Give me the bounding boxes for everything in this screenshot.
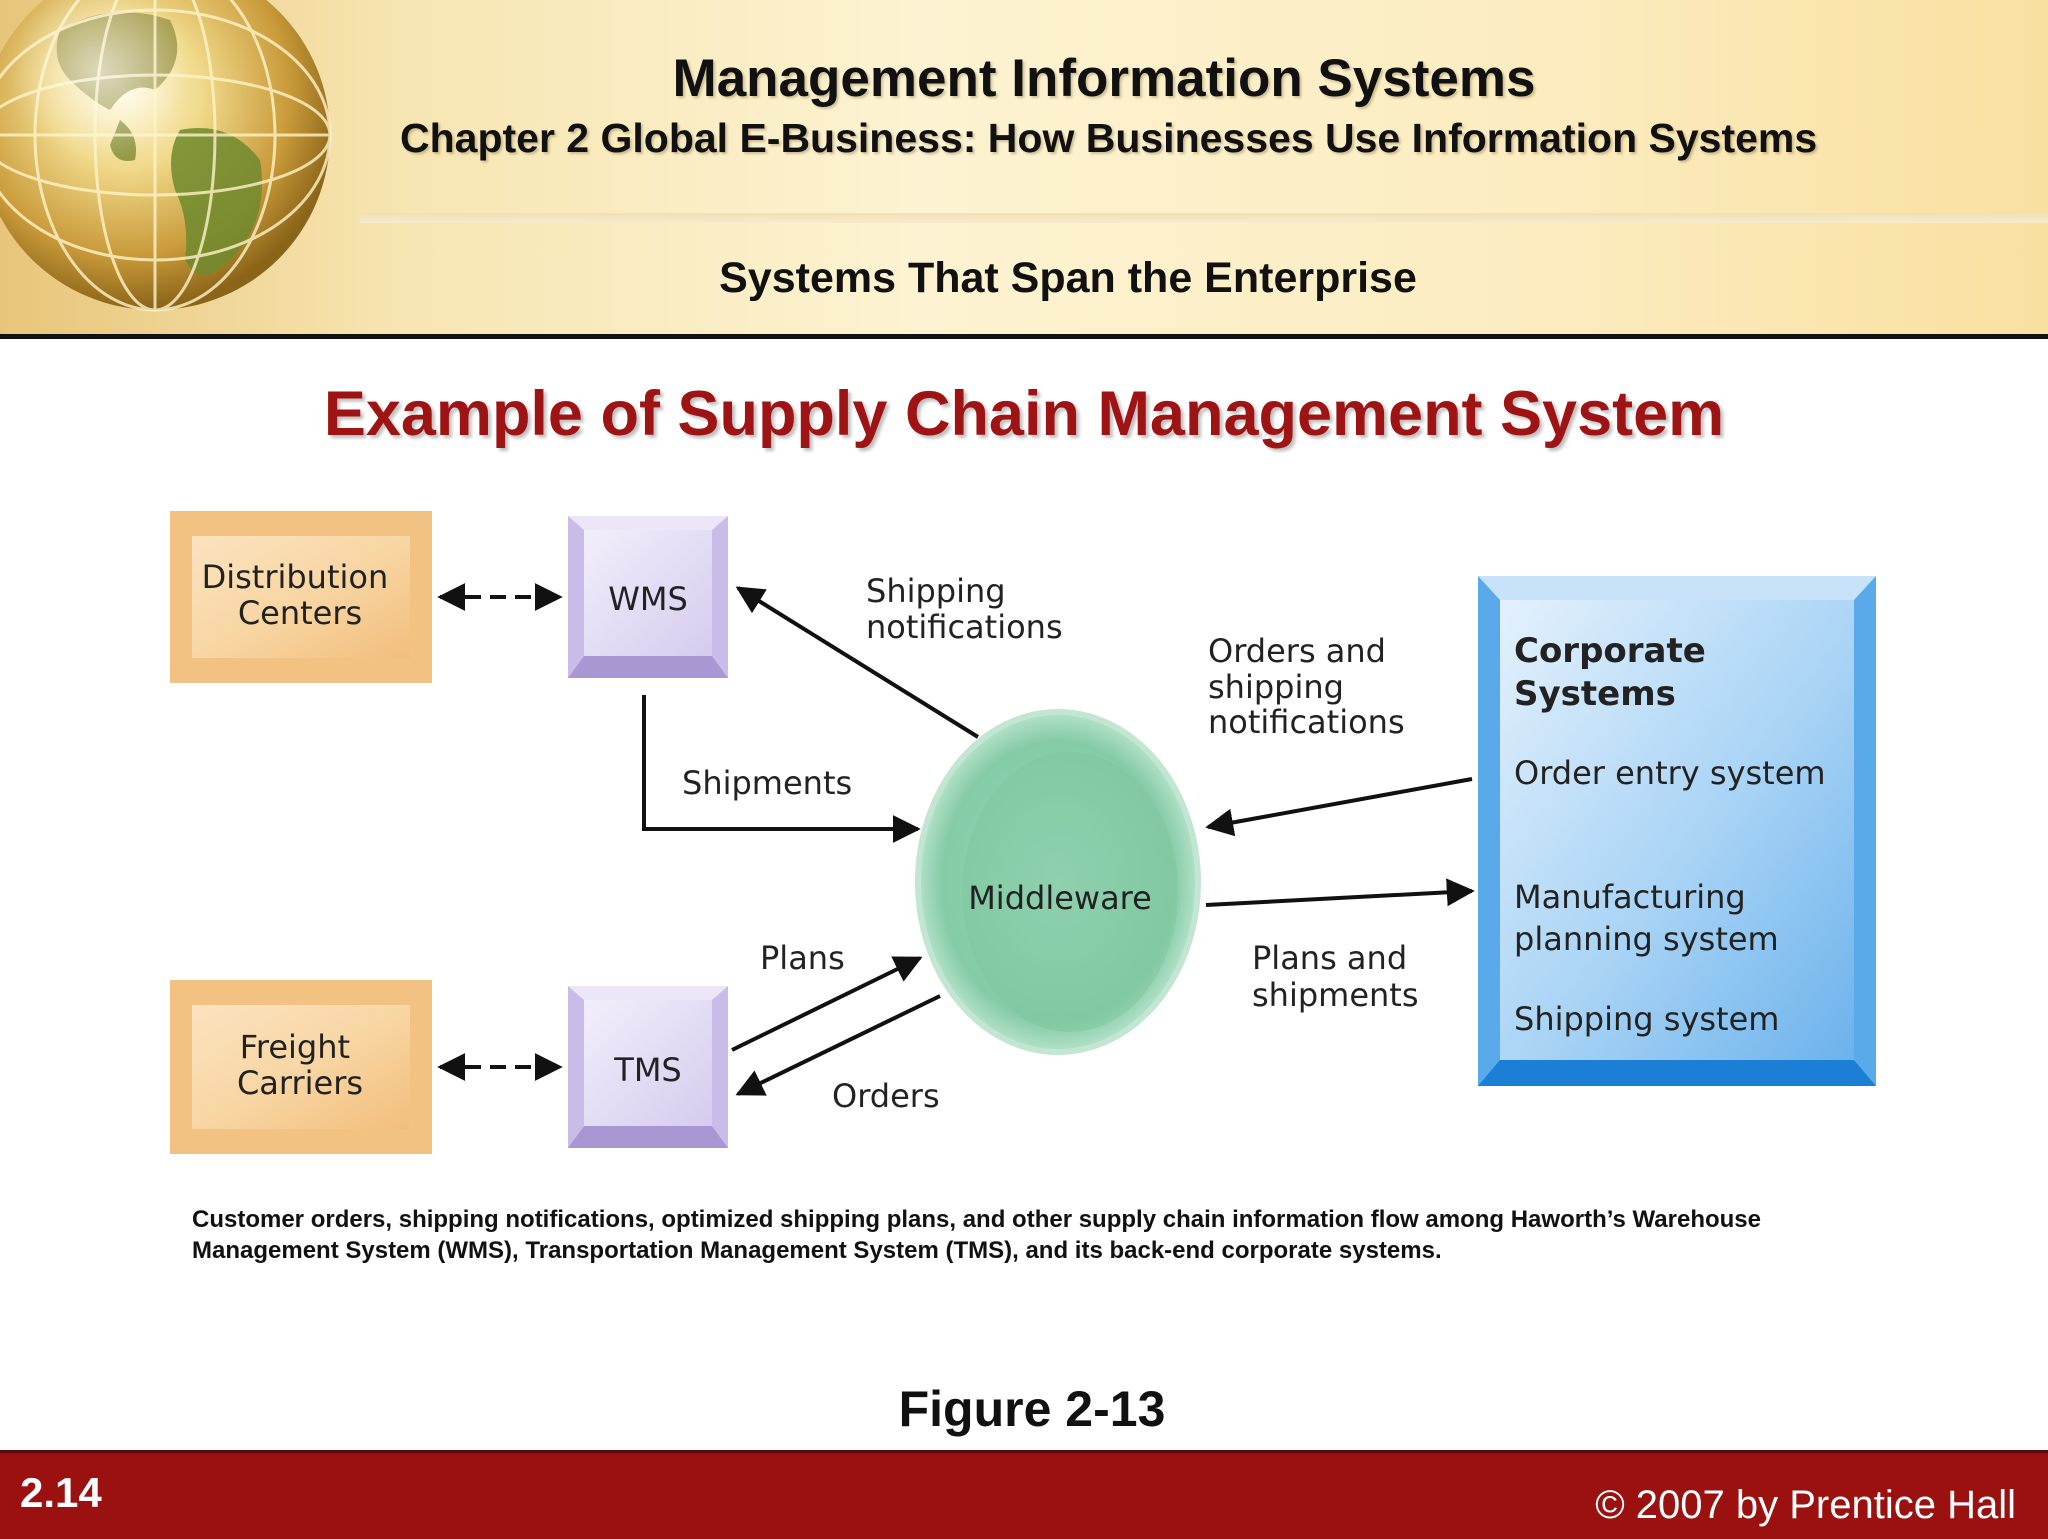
distribution-centers-label: Distribution Centers: [202, 558, 399, 632]
slide-number: 2.14: [20, 1469, 102, 1516]
chapter-title: Chapter 2 Global E-Business: How Busines…: [400, 115, 1818, 161]
copyright-notice: © 2007 by Prentice Hall: [1595, 1483, 2016, 1527]
shipments-arrow: [642, 695, 921, 843]
figure-label: Figure 2-13: [898, 1381, 1166, 1437]
shipping-notifications-label: Shipping notifications: [866, 572, 1063, 646]
order-entry-system-label: Order entry system: [1514, 754, 1826, 792]
plans-arrow: [731, 956, 923, 1052]
wms-label: WMS: [608, 580, 688, 618]
header-divider: [0, 334, 2048, 339]
orders-shipping-notifications-label: Orders and shipping notifications: [1208, 632, 1405, 741]
section-title: Systems That Span the Enterprise: [719, 254, 1417, 302]
shipping-notifications-arrow: [735, 586, 980, 739]
shipments-label: Shipments: [682, 764, 852, 802]
plans-label: Plans: [760, 939, 845, 977]
slide-footer: 2.14 © 2007 by Prentice Hall: [0, 1450, 2048, 1539]
orders-shipping-notifications-arrow: [1205, 777, 1473, 837]
tms-box: TMS: [568, 986, 728, 1148]
corporate-systems-box: Corporate Systems Order entry system Man…: [1478, 576, 1876, 1086]
distribution-centers-box: Distribution Centers: [170, 511, 432, 683]
freight-carriers-label: Freight Carriers: [237, 1028, 363, 1102]
slide-header: Management Information Systems Chapter 2…: [0, 0, 2048, 336]
slide-title: Example of Supply Chain Management Syste…: [323, 379, 1725, 449]
corporate-systems-title: Corporate Systems: [1514, 631, 1718, 714]
figure-caption: Customer orders, shipping notifications,…: [192, 1206, 1761, 1264]
middleware-node: Middleware: [915, 709, 1201, 1055]
orders-arrow: [735, 994, 941, 1096]
header-stripe: [360, 213, 2048, 223]
orders-label: Orders: [832, 1077, 940, 1115]
plans-shipments-arrow: [1205, 878, 1475, 907]
globe-icon: [0, 0, 332, 312]
plans-shipments-label: Plans and shipments: [1252, 939, 1419, 1014]
tms-label: TMS: [613, 1051, 681, 1089]
wms-box: WMS: [568, 516, 728, 678]
shipping-system-label: Shipping system: [1514, 1000, 1779, 1038]
manufacturing-planning-label: Manufacturing planning system: [1514, 878, 1779, 958]
course-title: Management Information Systems: [672, 49, 1536, 108]
middleware-label: Middleware: [968, 879, 1152, 917]
freight-carriers-box: Freight Carriers: [170, 980, 432, 1154]
